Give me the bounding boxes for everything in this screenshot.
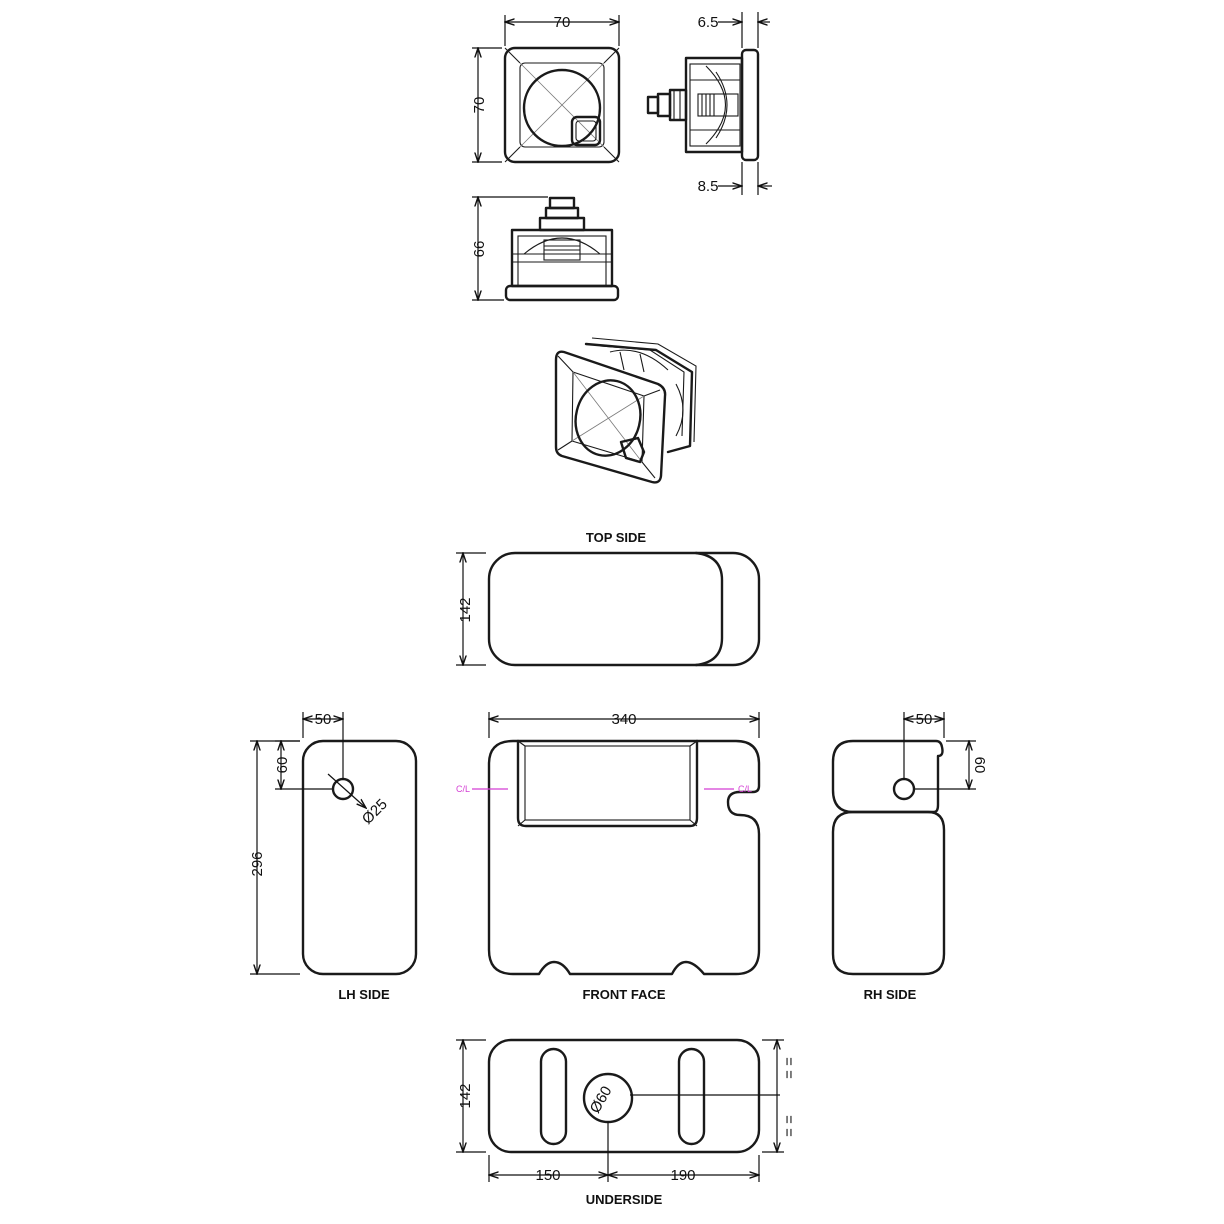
cistern-rh-side-view: 50 60 RH SIDE xyxy=(831,711,988,1002)
dim-under-depth: 142 xyxy=(457,1083,474,1108)
cistern-front-view: C/L C/L 340 FRONT FACE xyxy=(456,711,761,1002)
cl-label-left: C/L xyxy=(456,784,470,794)
dim-lh-offset-x: 50 xyxy=(315,711,332,728)
cistern-lh-side-view: Ø25 50 60 296 LH SIDE xyxy=(249,711,418,1002)
button-front-view: 70 70 xyxy=(471,14,621,164)
label-rh-side: RH SIDE xyxy=(864,987,917,1002)
dim-rh-offset-y: 60 xyxy=(971,757,988,774)
dim-cistern-width: 340 xyxy=(611,711,636,728)
cistern-top-view: TOP SIDE 142 xyxy=(456,530,761,667)
dim-rh-offset-x: 50 xyxy=(916,711,933,728)
dim-lh-offset-y: 60 xyxy=(274,757,291,774)
dim-button-face-bottom: 8.5 xyxy=(698,178,719,195)
dim-button-depth: 66 xyxy=(471,241,488,258)
cistern-underside-view: Ø60 142 150 190 = = = = UNDERSIDE xyxy=(456,1038,797,1207)
cl-label-right: C/L xyxy=(738,784,752,794)
button-isometric-view xyxy=(554,337,697,484)
dim-under-right: 190 xyxy=(670,1167,695,1184)
dim-button-height: 70 xyxy=(471,97,488,114)
label-top-side: TOP SIDE xyxy=(586,530,647,545)
equal-mark-upper: = = xyxy=(780,1057,797,1079)
button-side-view: 6.5 8.5 xyxy=(646,12,772,195)
dim-under-left: 150 xyxy=(535,1167,560,1184)
dim-top-depth: 142 xyxy=(457,597,474,622)
label-lh-side: LH SIDE xyxy=(338,987,390,1002)
dim-under-hole-dia: Ø60 xyxy=(587,1083,616,1116)
dim-button-width: 70 xyxy=(554,14,571,31)
dim-cistern-height: 296 xyxy=(249,851,266,876)
dim-button-face-top: 6.5 xyxy=(698,14,719,31)
equal-mark-lower: = = xyxy=(780,1115,797,1137)
label-underside: UNDERSIDE xyxy=(586,1192,663,1207)
button-top-view: 66 xyxy=(471,197,620,302)
dim-lh-hole-dia: Ø25 xyxy=(359,796,391,828)
label-front-face: FRONT FACE xyxy=(582,987,665,1002)
